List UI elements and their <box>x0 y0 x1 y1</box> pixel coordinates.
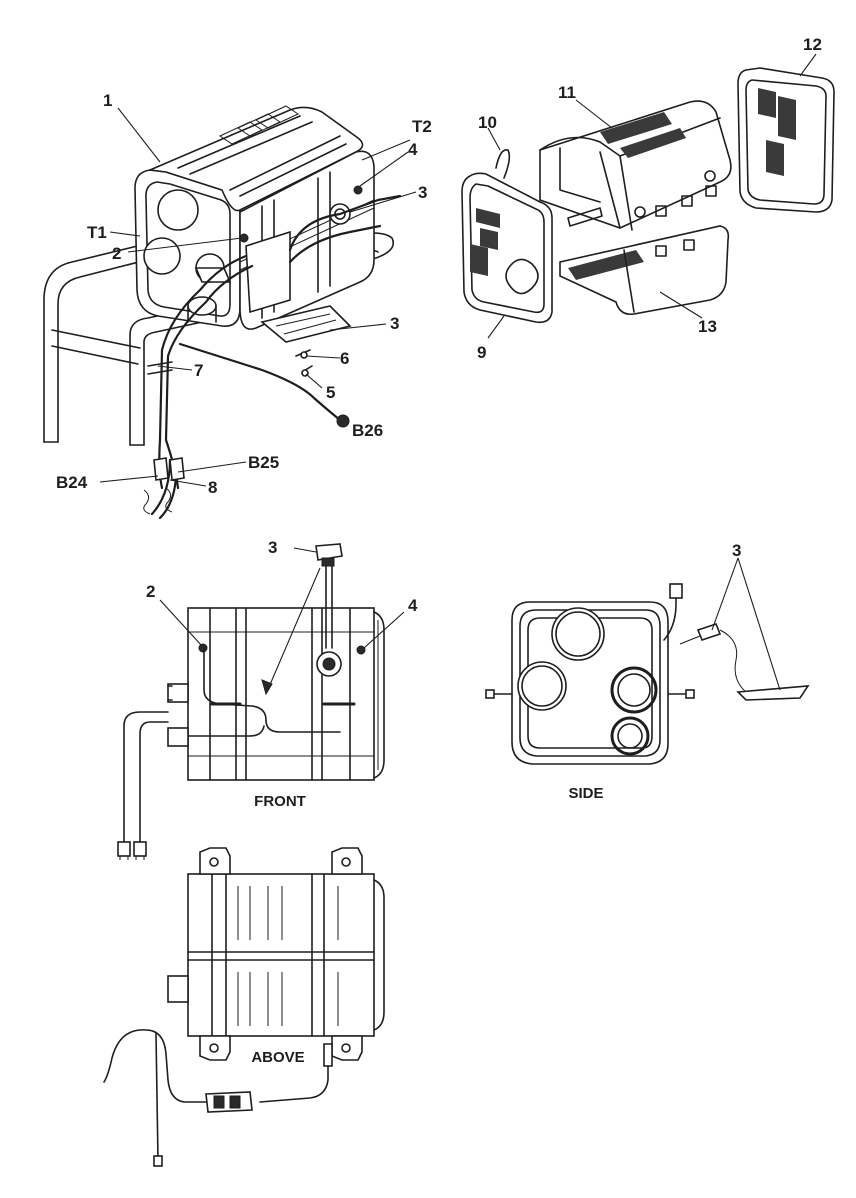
callout-7: 7 <box>194 361 203 380</box>
tank-body <box>134 105 375 377</box>
callout-1: 1 <box>103 91 112 110</box>
callout-5: 5 <box>326 383 335 402</box>
handle-part-10 <box>495 149 511 179</box>
above-view: ABOVE <box>103 847 385 1167</box>
callout-leaders-exploded <box>487 53 817 339</box>
callout-9: 9 <box>477 343 486 362</box>
callout-10: 10 <box>478 113 497 132</box>
callout-leaders-isometric <box>99 107 417 487</box>
front-callout-4: 4 <box>408 596 418 615</box>
callout-b24: B24 <box>56 473 88 492</box>
front-view: 2 4 3 FRONT <box>117 538 418 860</box>
side-callout-3: 3 <box>732 541 741 560</box>
isometric-assembly-view: 1 T1 2 T2 4 3 3 6 5 7 B26 B25 B24 8 <box>43 91 432 520</box>
rear-cover-part-12 <box>737 67 835 213</box>
front-callout-2: 2 <box>146 582 155 601</box>
upper-shell-part-11 <box>539 100 732 231</box>
lower-shell-part-13 <box>559 225 730 316</box>
front-view-caption: FRONT <box>254 793 306 810</box>
isometric-labels: 1 T1 2 T2 4 3 3 6 5 7 B26 B25 B24 8 <box>56 91 432 497</box>
above-view-caption: ABOVE <box>251 1049 304 1066</box>
exploded-housing-view: 10 11 12 13 9 <box>461 35 835 362</box>
callout-b26: B26 <box>352 421 383 440</box>
callout-13: 13 <box>698 317 717 336</box>
callout-8: 8 <box>208 478 217 497</box>
callout-b25: B25 <box>248 453 279 472</box>
side-view-caption: SIDE <box>568 785 603 802</box>
front-cover-part-9 <box>461 172 553 324</box>
side-view: 3 SIDE <box>485 541 810 802</box>
callout-3-plate: 3 <box>390 314 399 333</box>
callout-t2: T2 <box>412 117 432 136</box>
callout-11: 11 <box>558 83 576 102</box>
wiring-harness <box>143 194 402 520</box>
callout-4: 4 <box>408 140 418 159</box>
front-callout-3: 3 <box>268 538 277 557</box>
callout-3-top: 3 <box>418 183 427 202</box>
callout-t1: T1 <box>87 223 107 242</box>
callout-2: 2 <box>112 244 121 263</box>
callout-12: 12 <box>803 35 822 54</box>
exploded-labels: 10 11 12 13 9 <box>477 35 822 362</box>
mounting-frame <box>43 232 395 446</box>
callout-6: 6 <box>340 349 349 368</box>
